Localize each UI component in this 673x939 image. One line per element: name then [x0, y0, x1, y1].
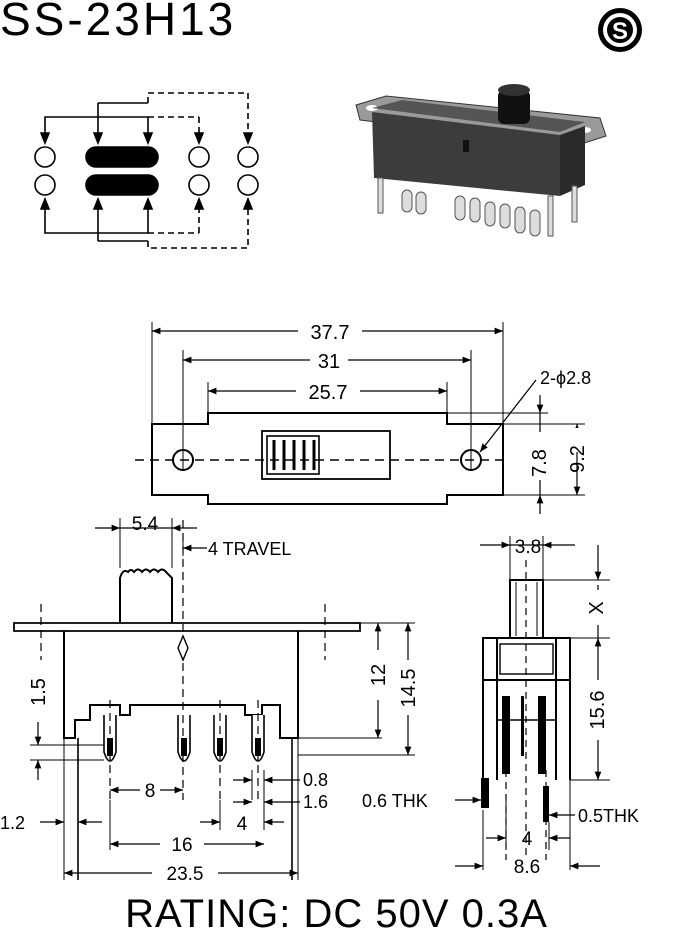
- end-view: 3.8 X 15.6 0.6 THK 0.5THK 4 8.6: [362, 536, 639, 878]
- dim-pin-span: 16: [171, 835, 192, 856]
- side-view: 5.4 4 TRAVEL 12 14.5 1.5 8 0.8 1.6 4 1.2…: [0, 514, 420, 885]
- dim-actuator-width: 5.4: [132, 514, 159, 535]
- dim-travel: 4 TRAVEL: [208, 539, 291, 559]
- dim-end-pin-spacing: 4: [522, 829, 533, 850]
- dim-actuator-height: X: [586, 601, 608, 614]
- hole-callout: 2-ϕ2.8: [540, 368, 591, 388]
- dim-pin-thickness-right: 0.5THK: [578, 806, 639, 826]
- dim-plate-offset: 1.5: [28, 678, 50, 706]
- product-photo: [355, 84, 607, 237]
- slider-knob: [266, 435, 320, 475]
- dim-pin-gap: 1.6: [303, 792, 328, 812]
- dim-body-width: 7.8: [529, 449, 551, 477]
- dim-body-length: 25.7: [309, 382, 348, 404]
- rating-label: RATING: DC 50V 0.3A: [125, 892, 548, 936]
- mounting-hole-icon: [172, 449, 482, 471]
- dim-overall-length: 37.7: [311, 322, 350, 344]
- dim-mount-pitch: 31: [318, 351, 340, 373]
- dim-total-height: 14.5: [398, 669, 420, 708]
- dim-pin-width: 0.8: [303, 770, 328, 790]
- dim-side-body-length: 23.5: [167, 864, 204, 885]
- dim-end-actuator-width: 3.8: [515, 537, 541, 558]
- dim-plate-width: 9.2: [567, 445, 589, 473]
- dim-body-height: 12: [368, 664, 390, 686]
- logo-letter: S: [612, 18, 628, 45]
- top-view: 37.7 31 25.7 2-ϕ2.8 7.8 9.2: [135, 322, 591, 514]
- dim-edge-offset: 1.2: [0, 813, 25, 833]
- contact-schematic: [34, 92, 259, 249]
- dim-end-body-width: 8.6: [514, 857, 540, 878]
- model-title: SS-23H13: [0, 0, 237, 45]
- s-logo-icon: S: [598, 8, 642, 52]
- dim-end-body-height: 15.6: [587, 691, 609, 730]
- dim-pin-spacing: 4: [237, 814, 248, 835]
- dim-pin-pitch: 8: [145, 781, 156, 802]
- dim-pin-thickness-left: 0.6 THK: [362, 791, 428, 811]
